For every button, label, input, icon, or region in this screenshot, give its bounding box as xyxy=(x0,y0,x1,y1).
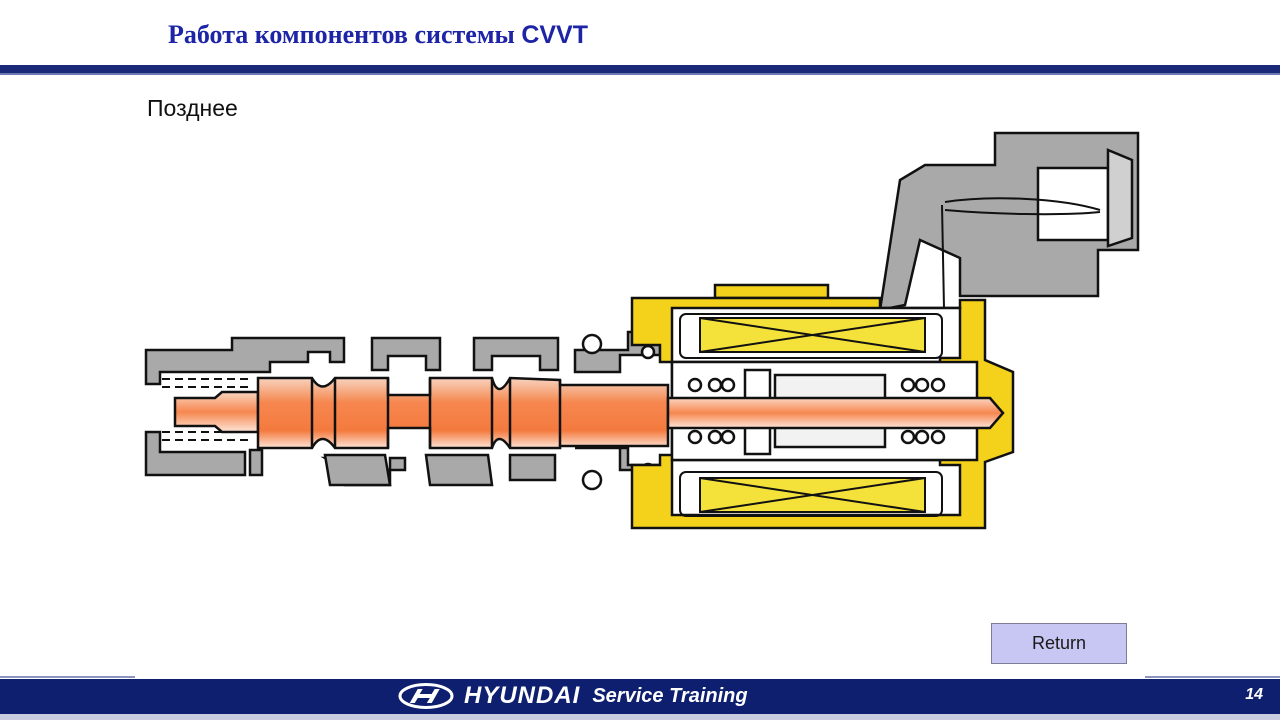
connector-housing xyxy=(878,131,1140,361)
oil-passage-marks xyxy=(162,378,250,441)
spool-valve xyxy=(173,376,1005,450)
header-rule xyxy=(0,65,1280,73)
return-button[interactable]: Return xyxy=(991,623,1127,664)
hyundai-logo-icon xyxy=(398,683,454,709)
footer-rule-left xyxy=(0,676,135,678)
state-label: Позднее xyxy=(147,95,238,121)
slide-title: Работа компонентов системы CVVT xyxy=(168,20,588,50)
footer-bar xyxy=(0,679,1280,714)
page-number: 14 xyxy=(1245,686,1263,703)
footer-brand: HYUNDAI Service Training xyxy=(398,681,748,711)
brand-name: HYUNDAI xyxy=(464,682,581,709)
solenoid-coil-lower xyxy=(679,471,943,517)
solenoid-coil-upper xyxy=(679,313,943,359)
header-rule-accent xyxy=(0,73,1280,75)
footer-bottom-strip xyxy=(0,714,1280,720)
footer-rule-right xyxy=(1145,676,1280,678)
slide-title-text: Работа компонентов системы xyxy=(168,20,522,49)
brand-tagline: Service Training xyxy=(592,684,748,707)
slide-title-abbr: CVVT xyxy=(521,21,589,49)
